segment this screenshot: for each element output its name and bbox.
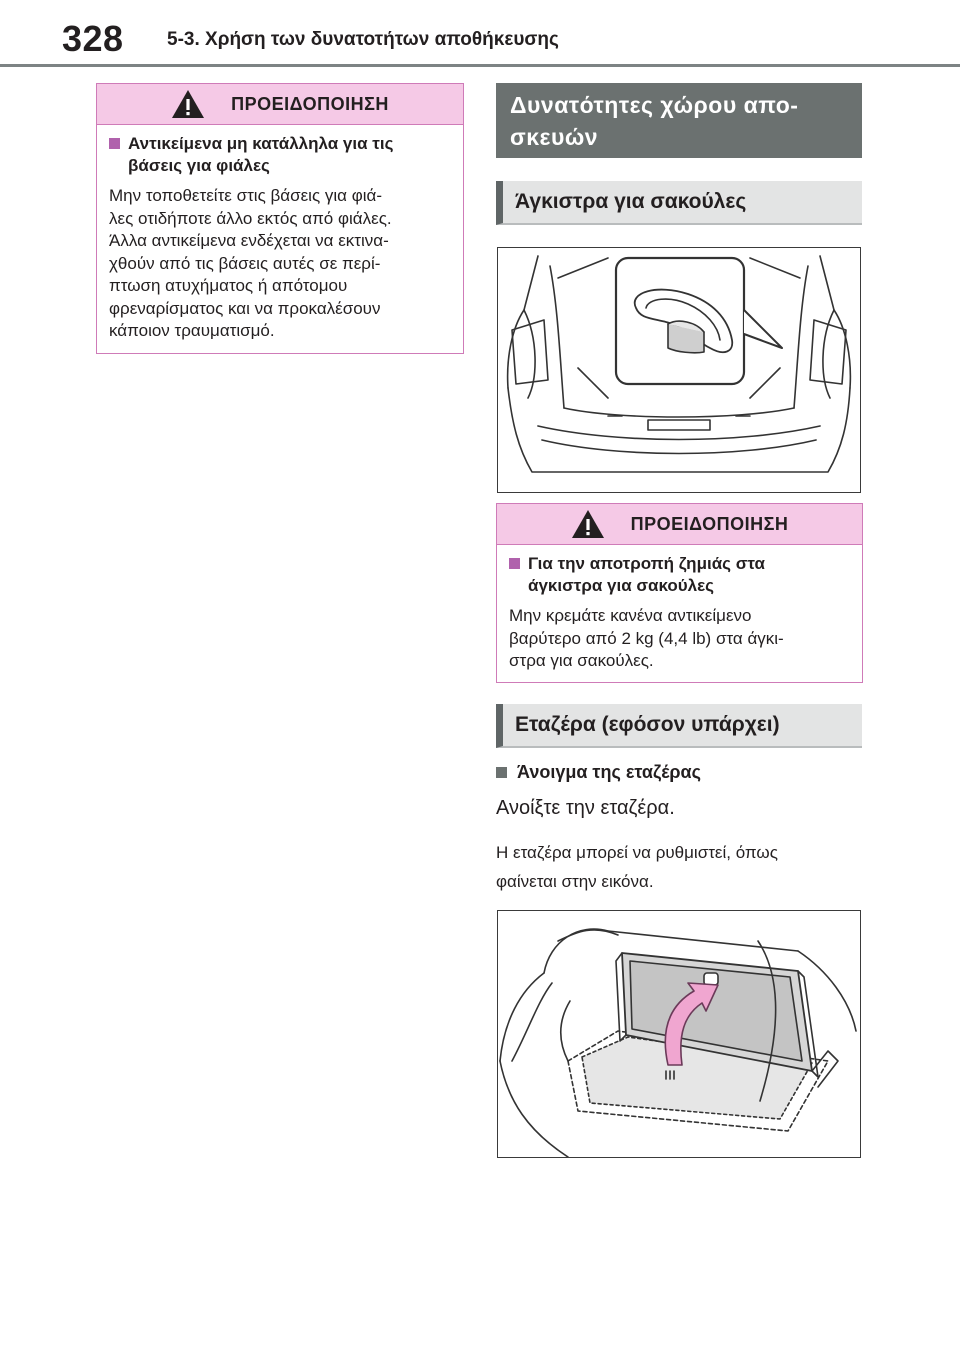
warning-box-bottle-holders: ΠΡΟΕΙΔΟΠΟΙΗΣΗ Αντικείμενα μη κατάλληλα γ…	[96, 83, 464, 354]
hooks-heading: Άγκιστρα για σακούλες	[496, 181, 862, 225]
subheading-line: Για την αποτροπή ζημιάς στα	[528, 554, 765, 573]
note-text: Η εταζέρα μπορεί να ρυθμιστεί, όπως φαίν…	[496, 843, 778, 891]
warning-text: Μην τοποθετείτε στις βάσεις για φιά- λες…	[109, 186, 392, 340]
item-heading: Άνοιγμα της εταζέρας	[496, 762, 701, 783]
warning-subheading: Για την αποτροπή ζημιάς στα άγκιστρα για…	[509, 553, 852, 597]
chapter-title: 5-3. Χρήση των δυνατοτήτων αποθήκευσης	[167, 29, 559, 50]
subheading-line: Αντικείμενα μη κατάλληλα για τις	[128, 134, 394, 153]
bullet-square-icon	[509, 558, 520, 569]
header-rule	[0, 64, 960, 67]
instruction-text: Ανοίξτε την εταζέρα.	[496, 797, 675, 819]
page-number: 328	[62, 18, 124, 59]
warning-triangle-icon	[172, 90, 205, 118]
warning-header: ΠΡΟΕΙΔΟΠΟΙΗΣΗ	[97, 84, 463, 125]
warning-header: ΠΡΟΕΙΔΟΠΟΙΗΣΗ	[497, 504, 862, 545]
warning-text: Μην κρεμάτε κανένα αντικείμενο βαρύτερο …	[509, 606, 784, 670]
bullet-square-icon	[496, 767, 507, 778]
subheading-line: βάσεις για φιάλες	[128, 156, 270, 175]
section-title-banner: Δυνατότητες χώρου απο- σκευών	[496, 83, 862, 158]
shelf-heading: Εταζέρα (εφόσον υπάρχει)	[496, 704, 862, 748]
warning-title: ΠΡΟΕΙΔΟΠΟΙΗΣΗ	[231, 93, 389, 114]
warning-title: ΠΡΟΕΙΔΟΠΟΙΗΣΗ	[630, 513, 789, 534]
curved-arrow-icon	[664, 982, 719, 1066]
subheading-line: άγκιστρα για σακούλες	[528, 576, 715, 595]
warning-triangle-icon	[571, 510, 604, 538]
bag-hooks-illustration	[497, 247, 861, 493]
shelf-illustration	[497, 910, 861, 1158]
warning-subheading: Αντικείμενα μη κατάλληλα για τις βάσεις …	[109, 133, 453, 177]
warning-box-bag-hooks: ΠΡΟΕΙΔΟΠΟΙΗΣΗ Για την αποτροπή ζημιάς στ…	[496, 503, 863, 683]
bullet-square-icon	[109, 138, 120, 149]
